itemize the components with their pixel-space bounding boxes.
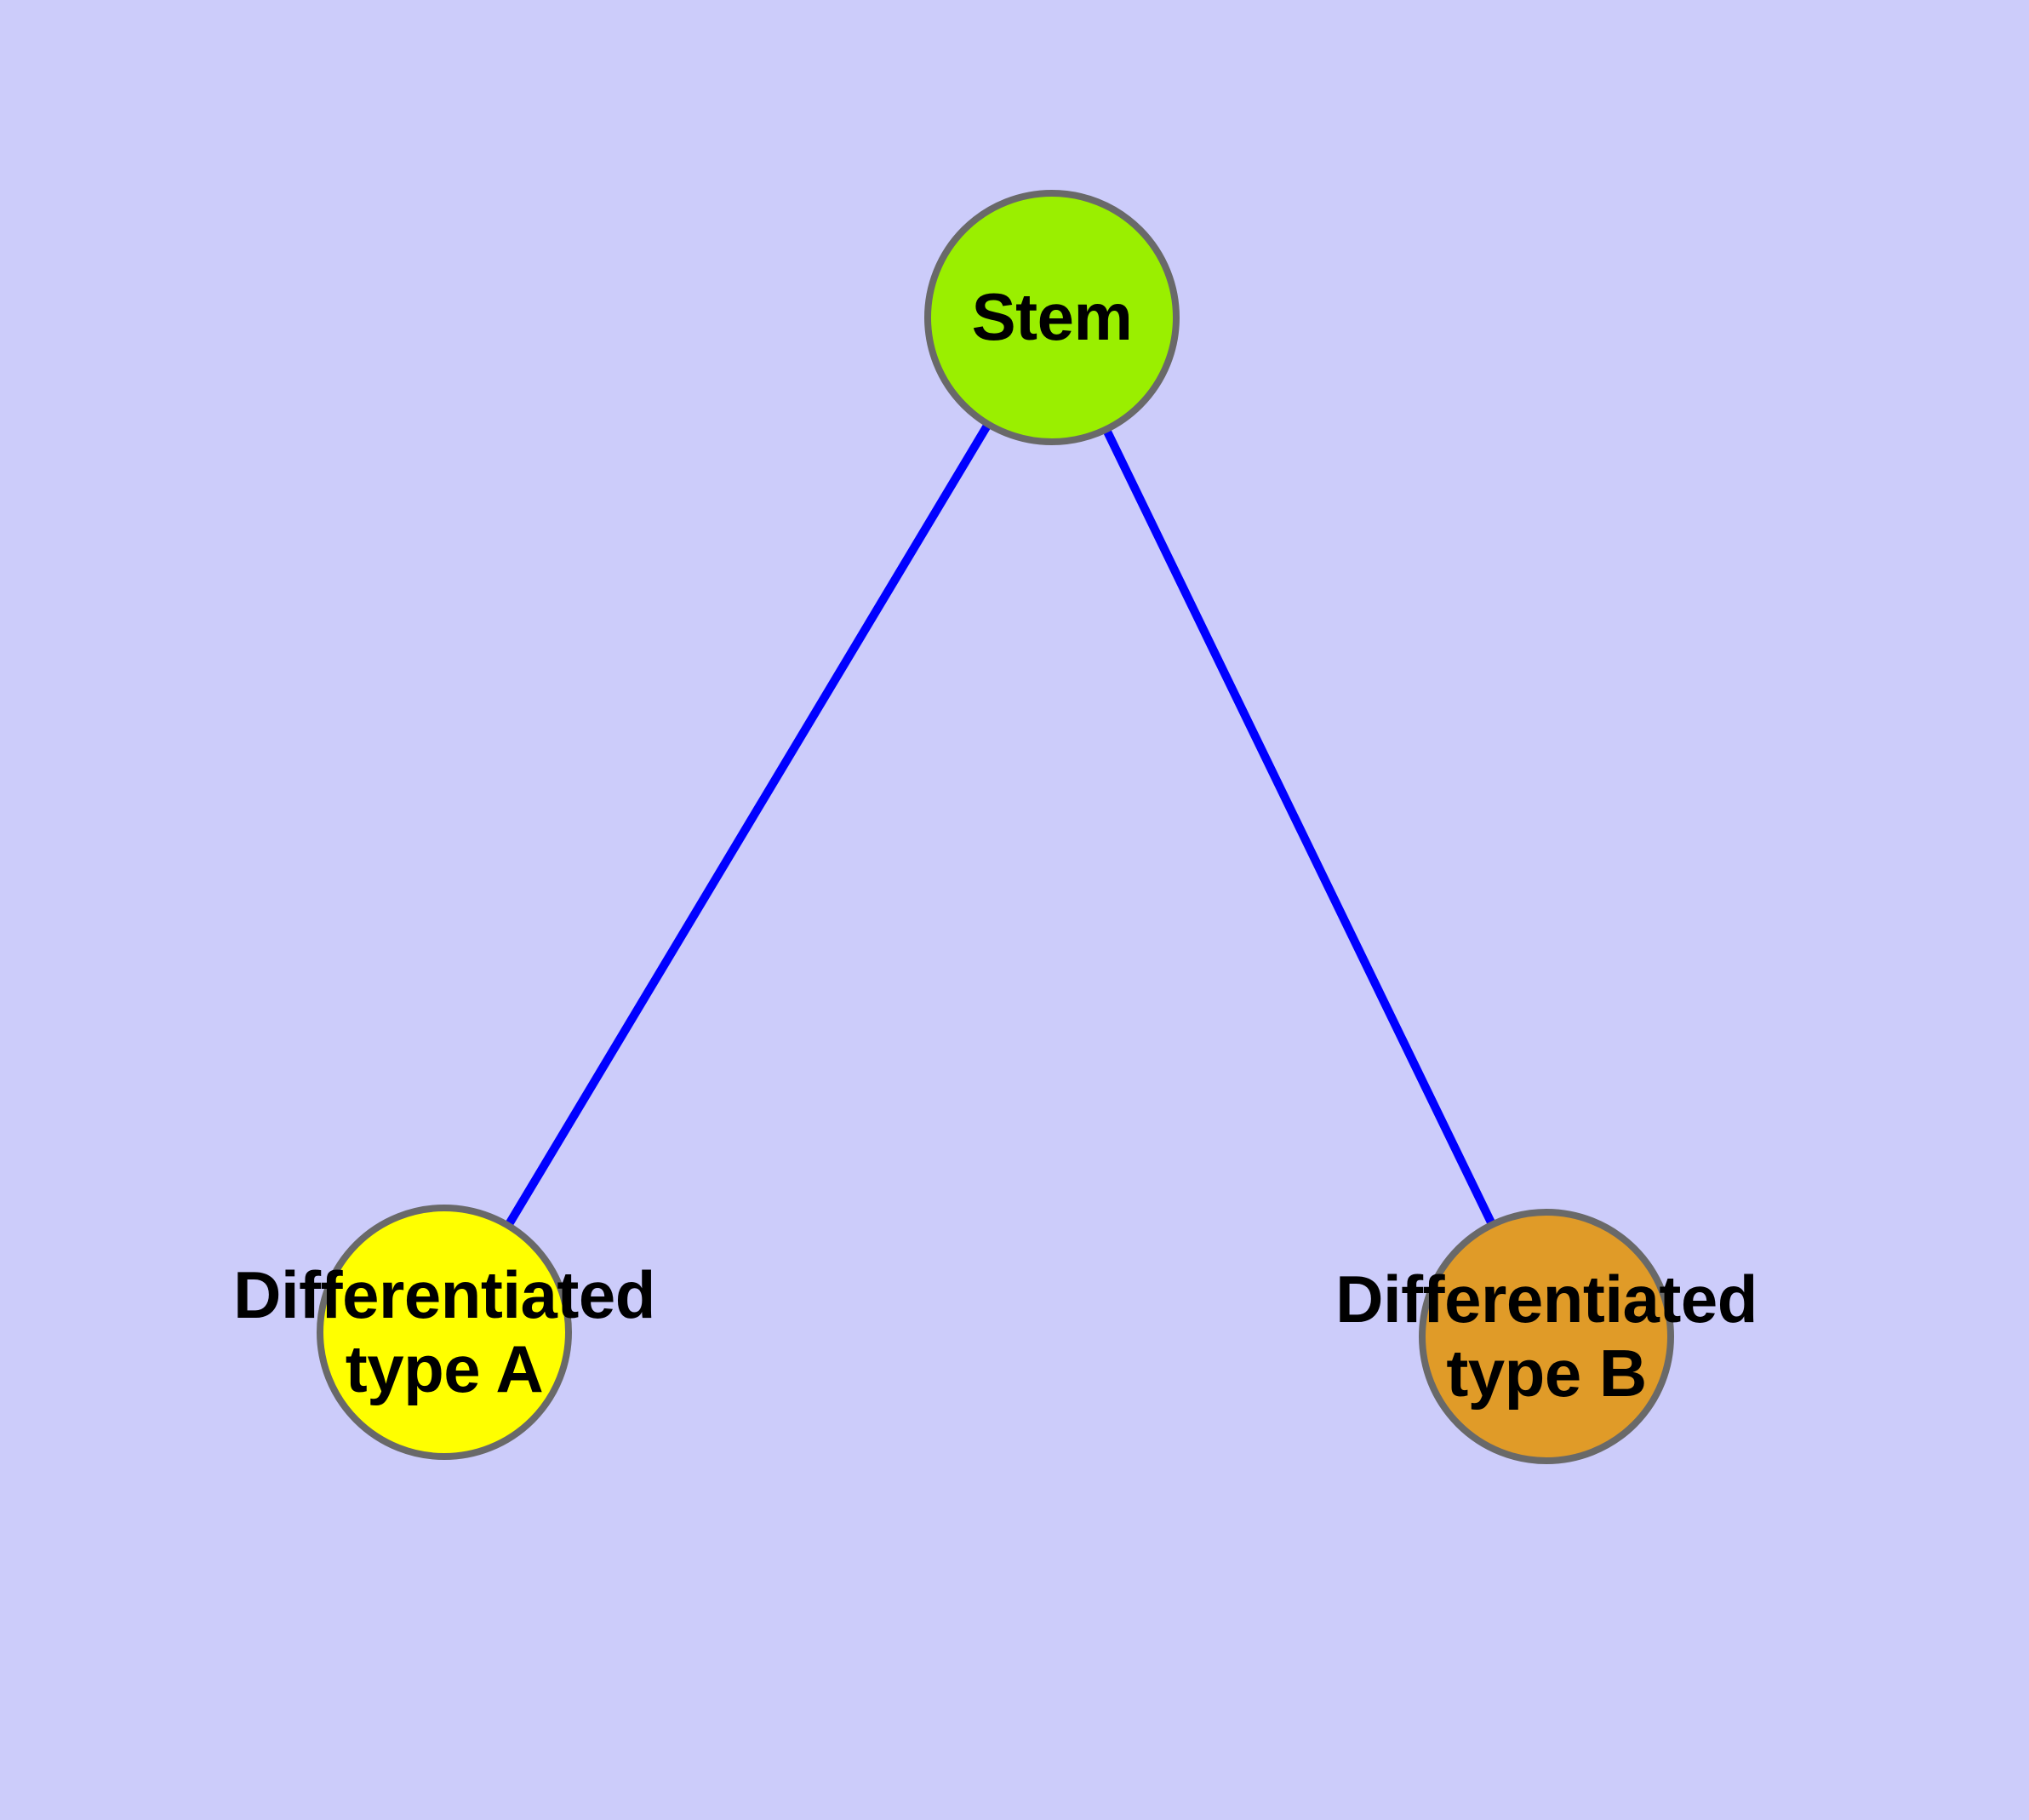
edge-stem-to-differentiated-type-b <box>1048 315 1551 1339</box>
node-differentiated-type-a-circle <box>317 1205 572 1460</box>
node-stem-circle <box>924 190 1180 445</box>
node-differentiated-type-a[interactable]: Differentiated type A <box>233 1205 655 1460</box>
node-differentiated-type-b[interactable]: Differentiated type B <box>1335 1209 1758 1464</box>
edge-stem-to-differentiated-type-a <box>440 315 1056 1335</box>
node-differentiated-type-b-circle <box>1419 1209 1674 1464</box>
node-stem[interactable]: Stem <box>924 190 1180 445</box>
